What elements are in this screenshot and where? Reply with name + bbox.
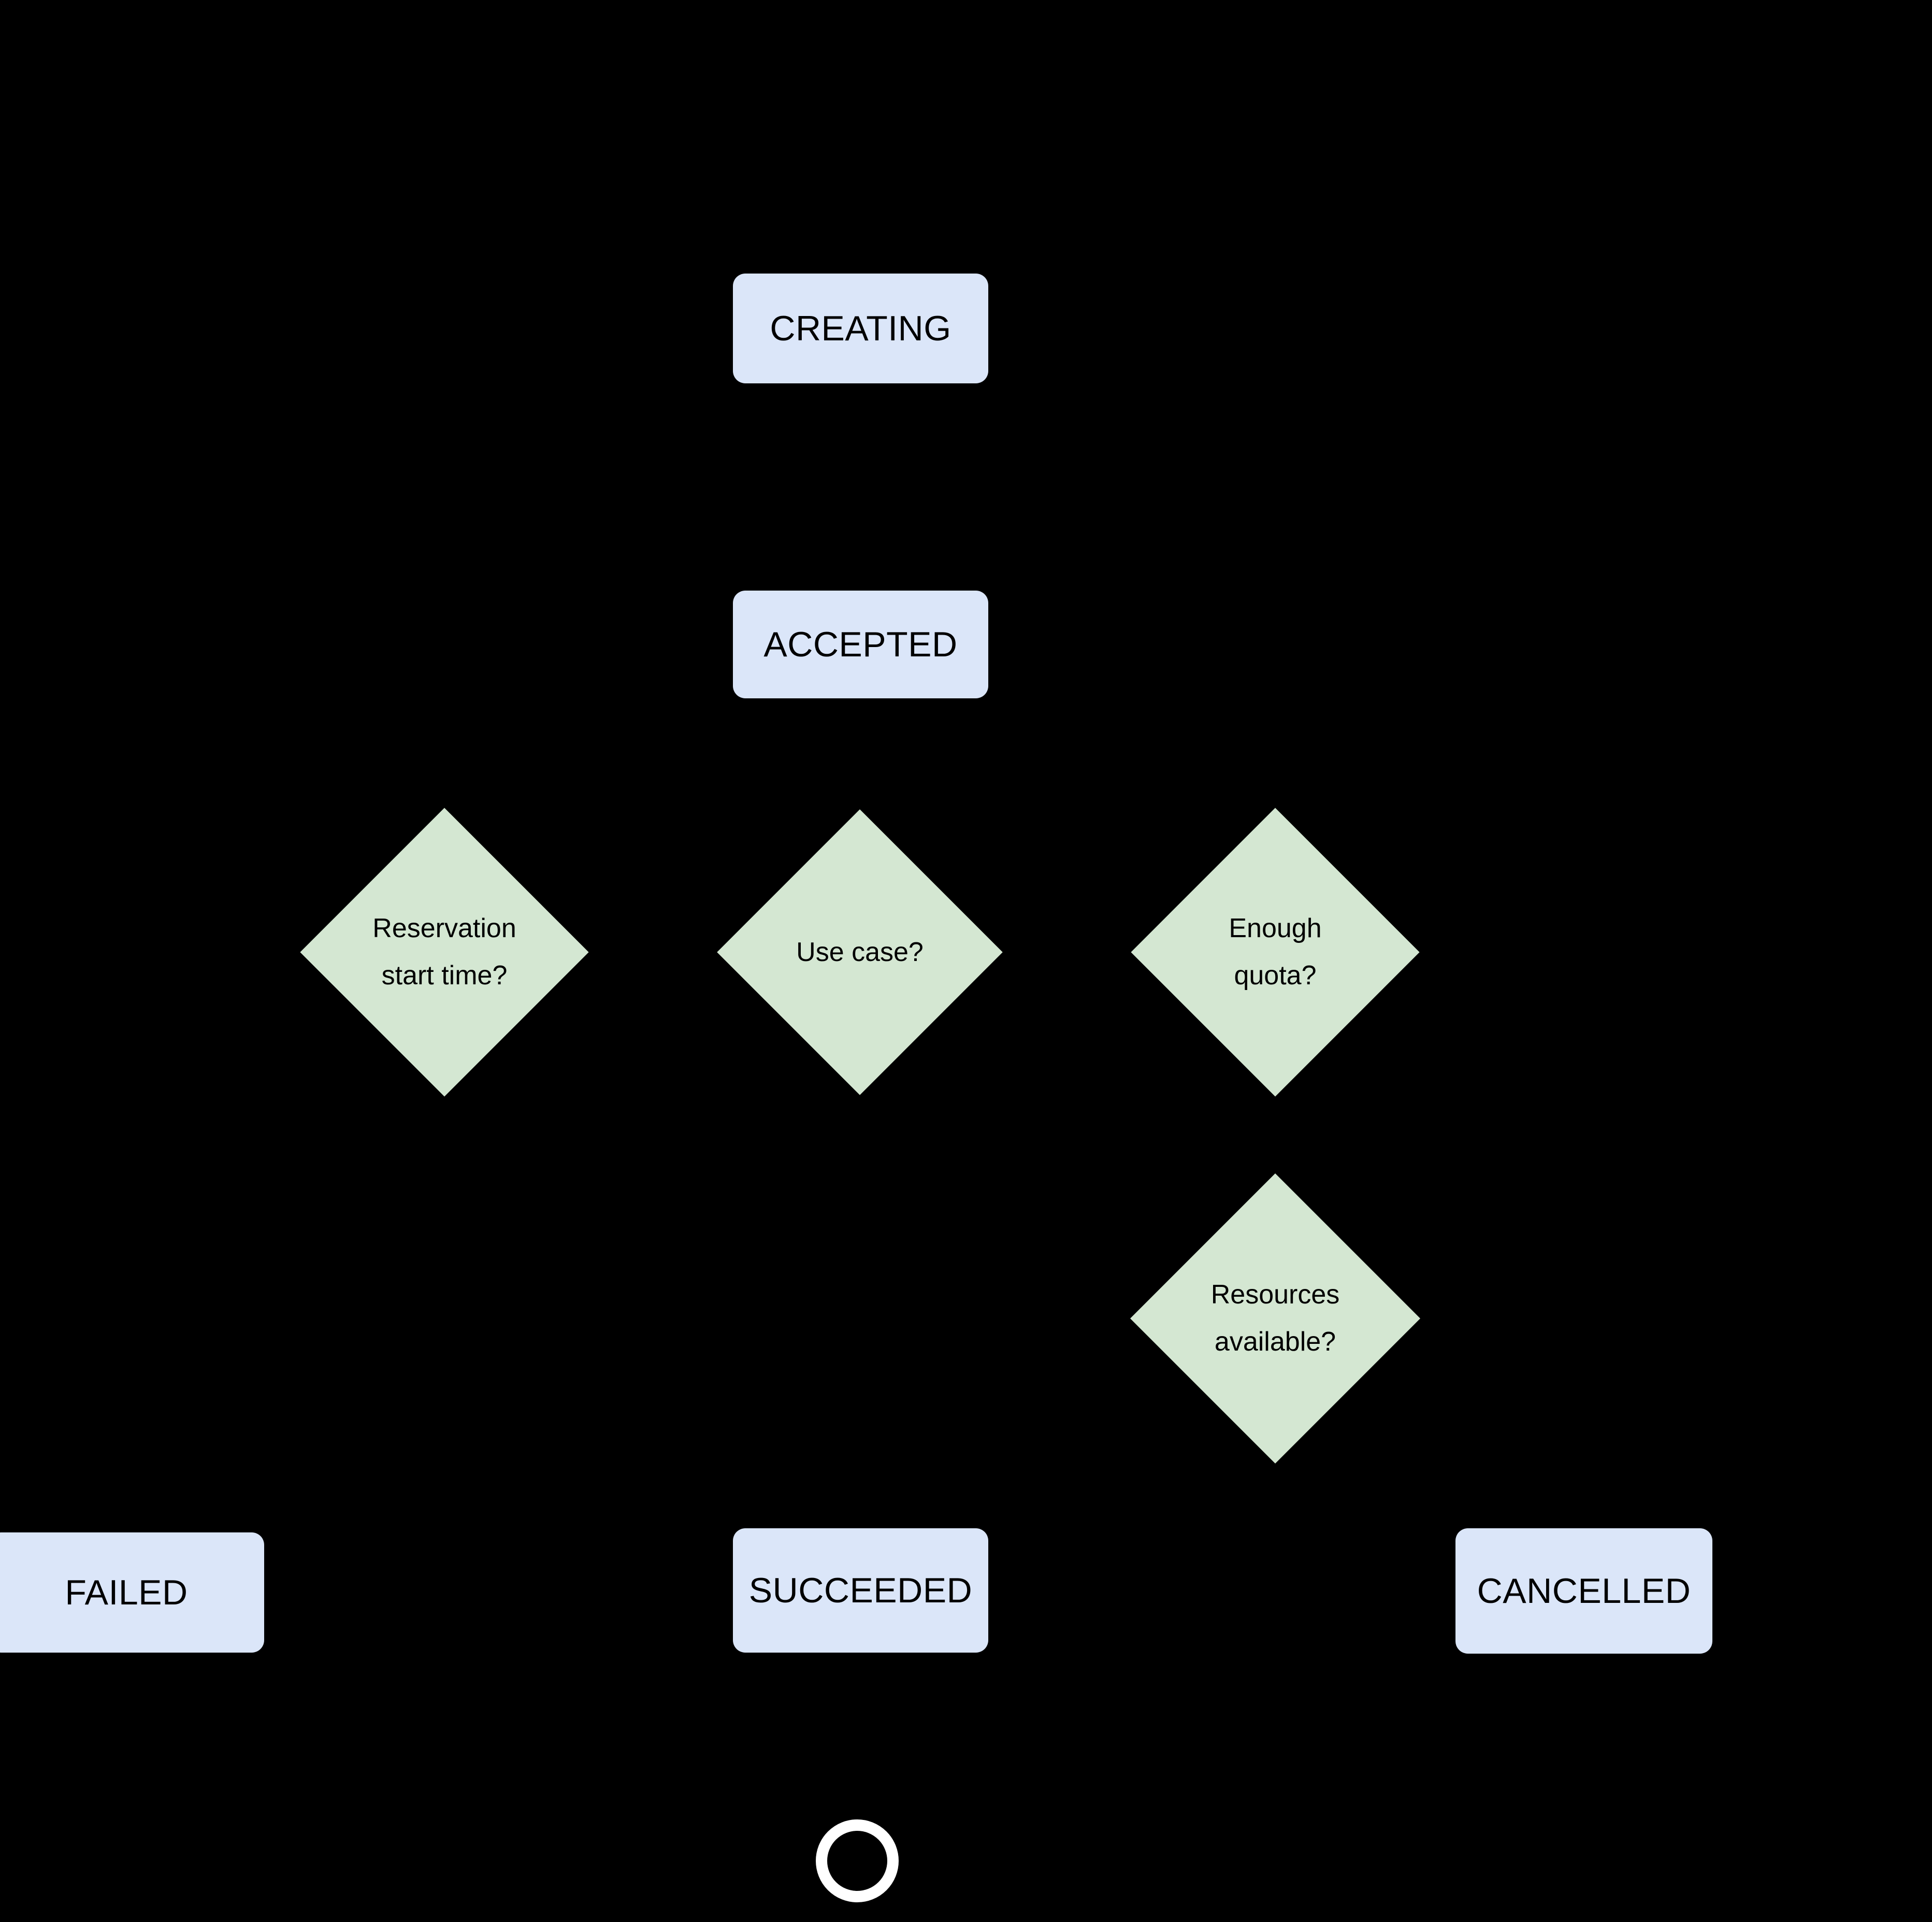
arrowhead-use-case-to-succeeded [845,1511,874,1532]
connector-reservation-to-failed [124,1054,446,1532]
state-box-cancelled[interactable]: CANCELLED [1455,1528,1712,1654]
decision-label-resources-available: Resources available? [1210,1280,1340,1357]
state-label-creating: CREATING [770,309,951,348]
decision-label-use-case: Use case? [796,937,924,967]
state-label-cancelled: CANCELLED [1477,1571,1691,1611]
arrowhead-resources-to-cancelled [1569,1511,1598,1532]
state-box-accepted[interactable]: ACCEPTED [733,591,988,698]
decision-use-case[interactable]: Use case? [717,809,1003,1095]
decision-enough-quota[interactable]: Enough quota? [1131,808,1420,1097]
decision-reservation-start-time[interactable]: Reservation start time? [300,808,589,1097]
arrowhead-creating-to-accepted [845,573,874,595]
state-box-creating[interactable]: CREATING [733,274,988,383]
decision-resources-available[interactable]: Resources available? [1130,1173,1421,1464]
end-node-circle-icon[interactable] [816,1819,899,1902]
arrowhead-reservation-to-failed [112,1515,141,1537]
state-label-succeeded: SUCCEEDED [748,1571,973,1610]
connector-resources-to-cancelled [1273,1421,1586,1528]
state-box-succeeded[interactable]: SUCCEEDED [733,1528,988,1653]
decision-label-enough-quota: Enough quota? [1229,913,1322,991]
state-label-failed: FAILED [65,1573,188,1612]
state-label-accepted: ACCEPTED [763,625,958,664]
arrowhead-succeeded-to-end [845,1802,874,1824]
decision-label-reservation-start-time: Reservation start time? [372,913,516,991]
state-box-failed[interactable]: FAILED [0,1532,264,1653]
